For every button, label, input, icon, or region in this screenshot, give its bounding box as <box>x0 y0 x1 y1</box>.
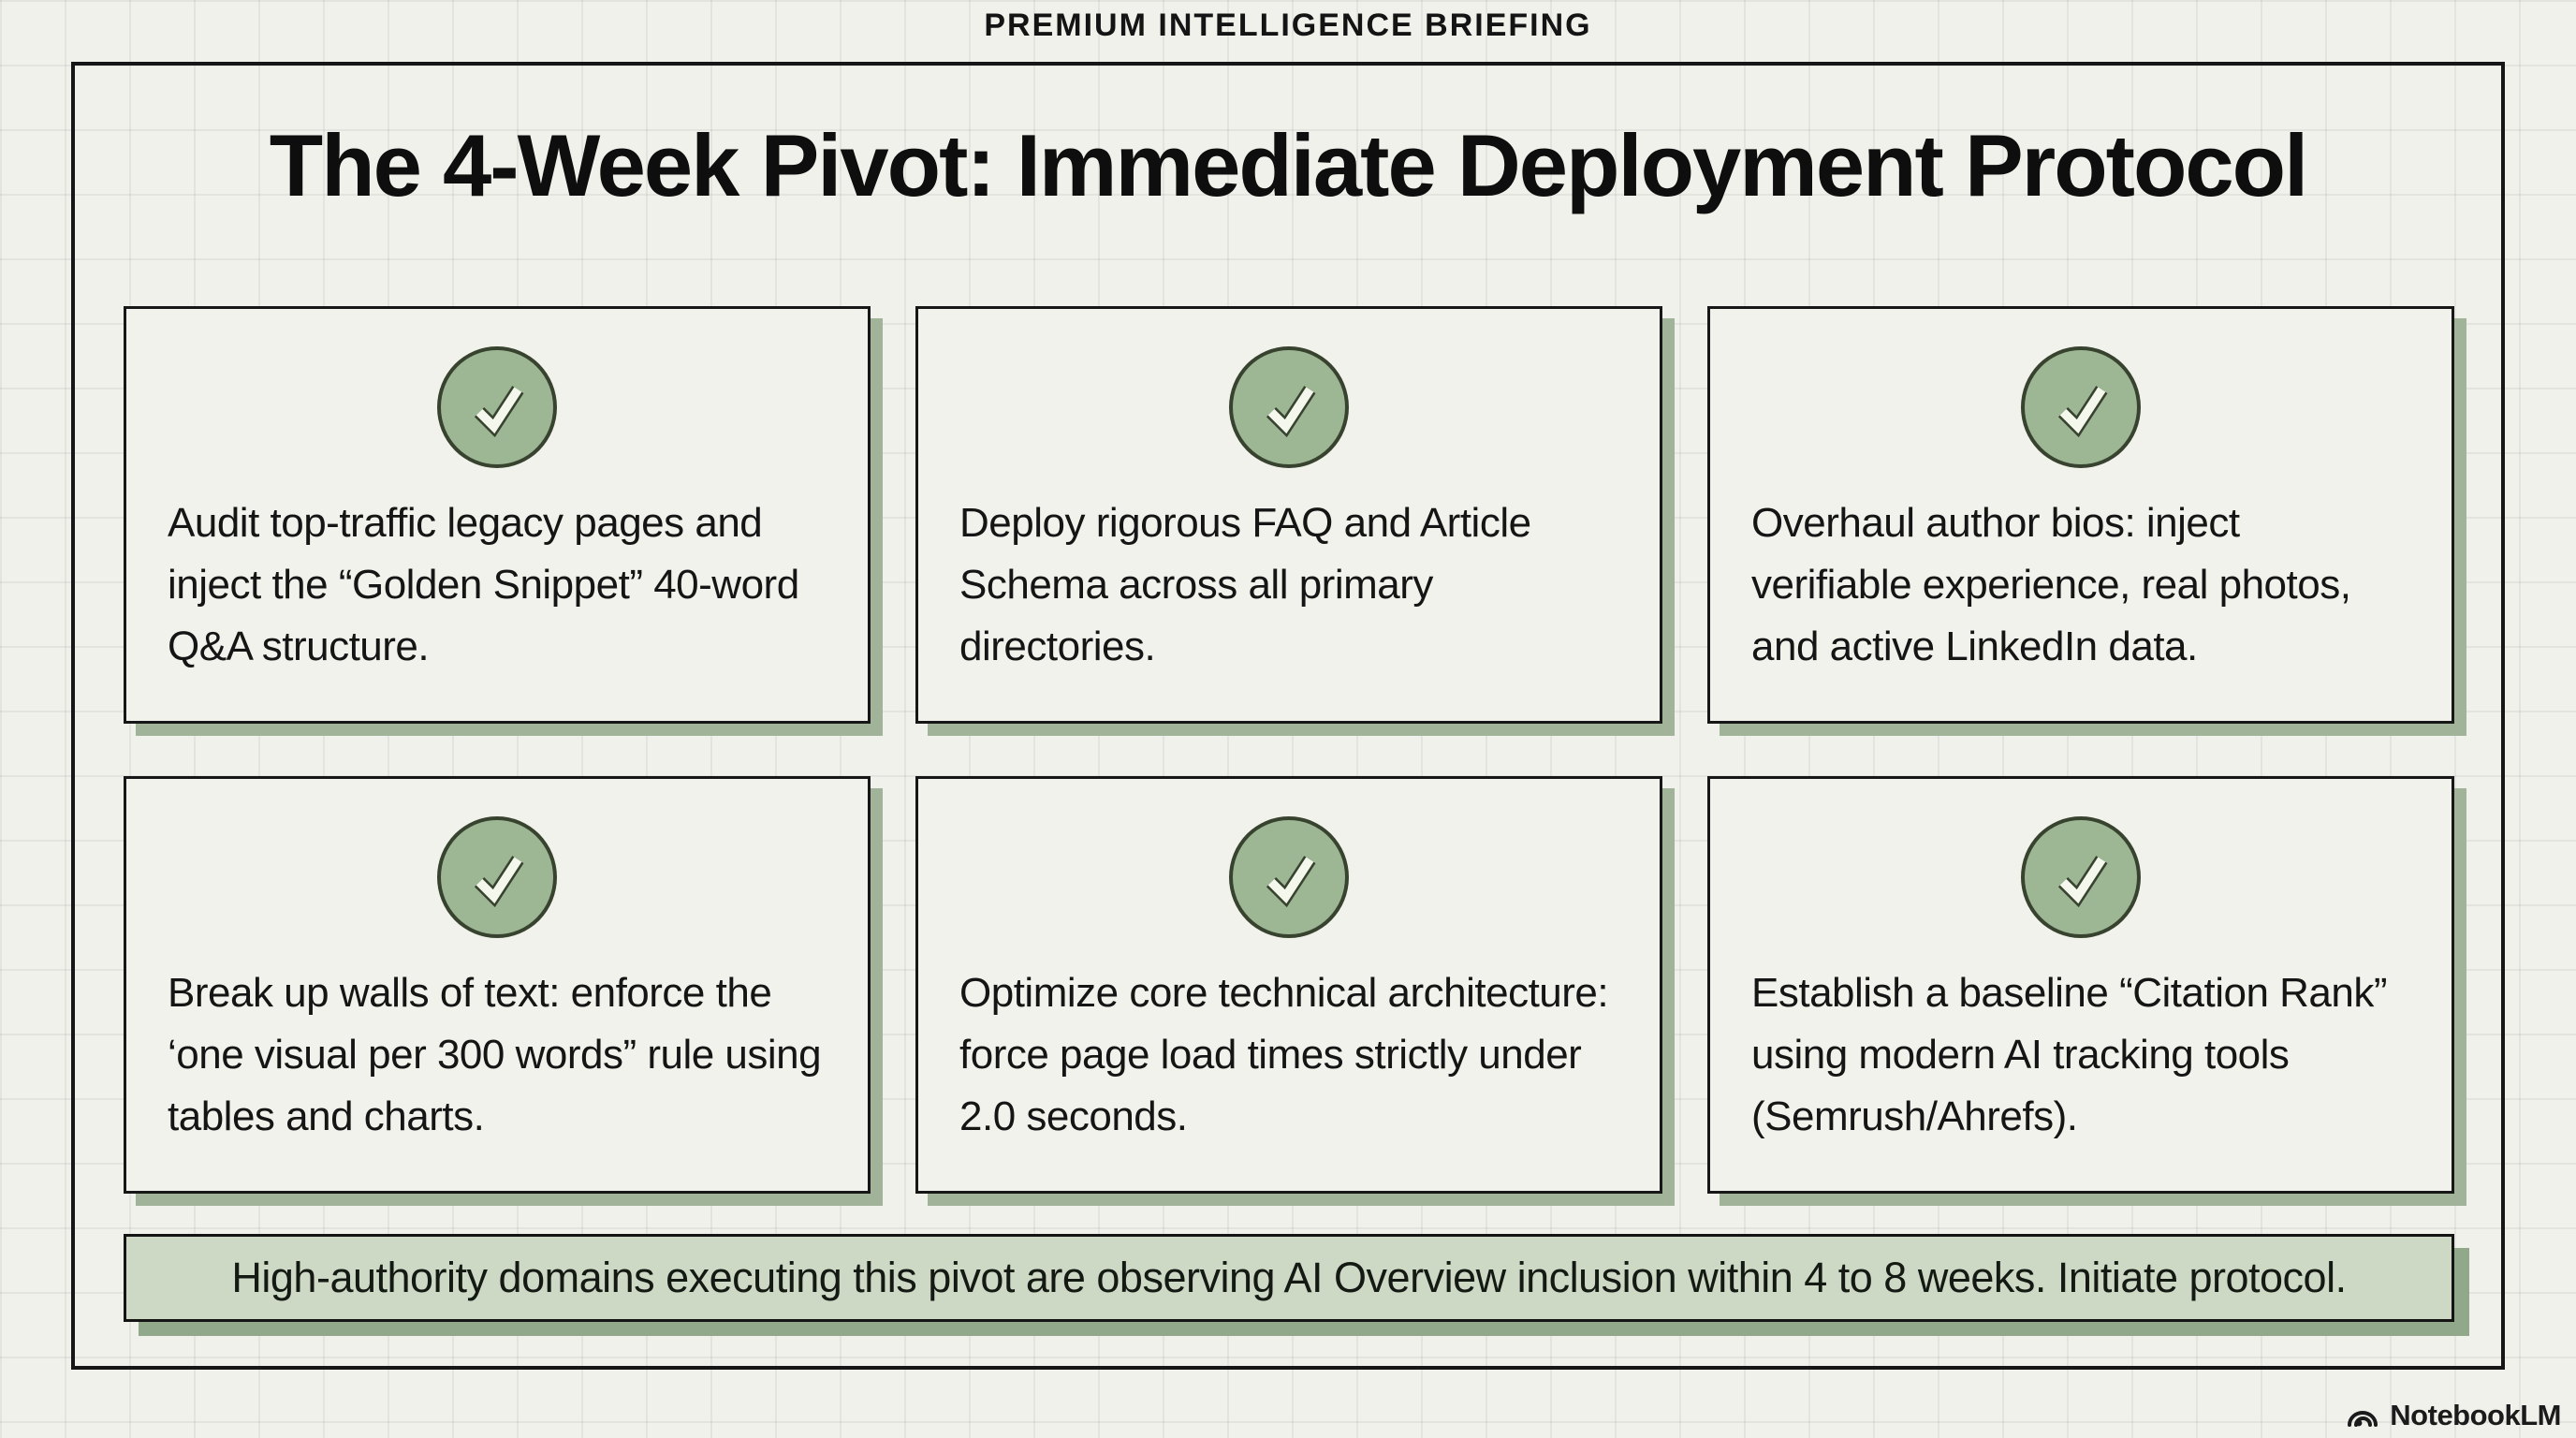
checklist-grid: Audit top-traffic legacy pages and injec… <box>124 306 2454 1194</box>
page-title: The 4-Week Pivot: Immediate Deployment P… <box>269 116 2308 214</box>
checklist-card-4: Break up walls of text: enforce the ‘one… <box>124 776 871 1194</box>
checkmark-circle-icon <box>437 346 557 468</box>
card-text: Deploy rigorous FAQ and Article Schema a… <box>959 500 1531 669</box>
notebooklm-logo-icon <box>2345 1400 2380 1431</box>
card-text: Audit top-traffic legacy pages and injec… <box>168 500 799 669</box>
footer-brand-label: NotebookLM <box>2390 1399 2561 1431</box>
checkmark-circle-icon <box>2021 346 2141 468</box>
checklist-card-1: Audit top-traffic legacy pages and injec… <box>124 306 871 724</box>
card-text: Optimize core technical architecture: fo… <box>959 970 1609 1139</box>
card-text: Overhaul author bios: inject verifiable … <box>1751 500 2351 669</box>
card-text: Establish a baseline “Citation Rank” usi… <box>1751 970 2388 1139</box>
checkmark-circle-icon <box>1229 346 1349 468</box>
card-text: Break up walls of text: enforce the ‘one… <box>168 970 822 1139</box>
checkmark-circle-icon <box>2021 816 2141 938</box>
cta-banner: High-authority domains executing this pi… <box>124 1234 2454 1322</box>
footer-brand: NotebookLM <box>2345 1399 2561 1432</box>
checklist-card-3: Overhaul author bios: inject verifiable … <box>1707 306 2454 724</box>
page-header-label: PREMIUM INTELLIGENCE BRIEFING <box>984 7 1592 43</box>
checkmark-circle-icon <box>1229 816 1349 938</box>
checkmark-circle-icon <box>437 816 557 938</box>
checklist-card-5: Optimize core technical architecture: fo… <box>915 776 1662 1194</box>
checklist-card-6: Establish a baseline “Citation Rank” usi… <box>1707 776 2454 1194</box>
checklist-card-2: Deploy rigorous FAQ and Article Schema a… <box>915 306 1662 724</box>
main-frame: The 4-Week Pivot: Immediate Deployment P… <box>71 62 2505 1370</box>
